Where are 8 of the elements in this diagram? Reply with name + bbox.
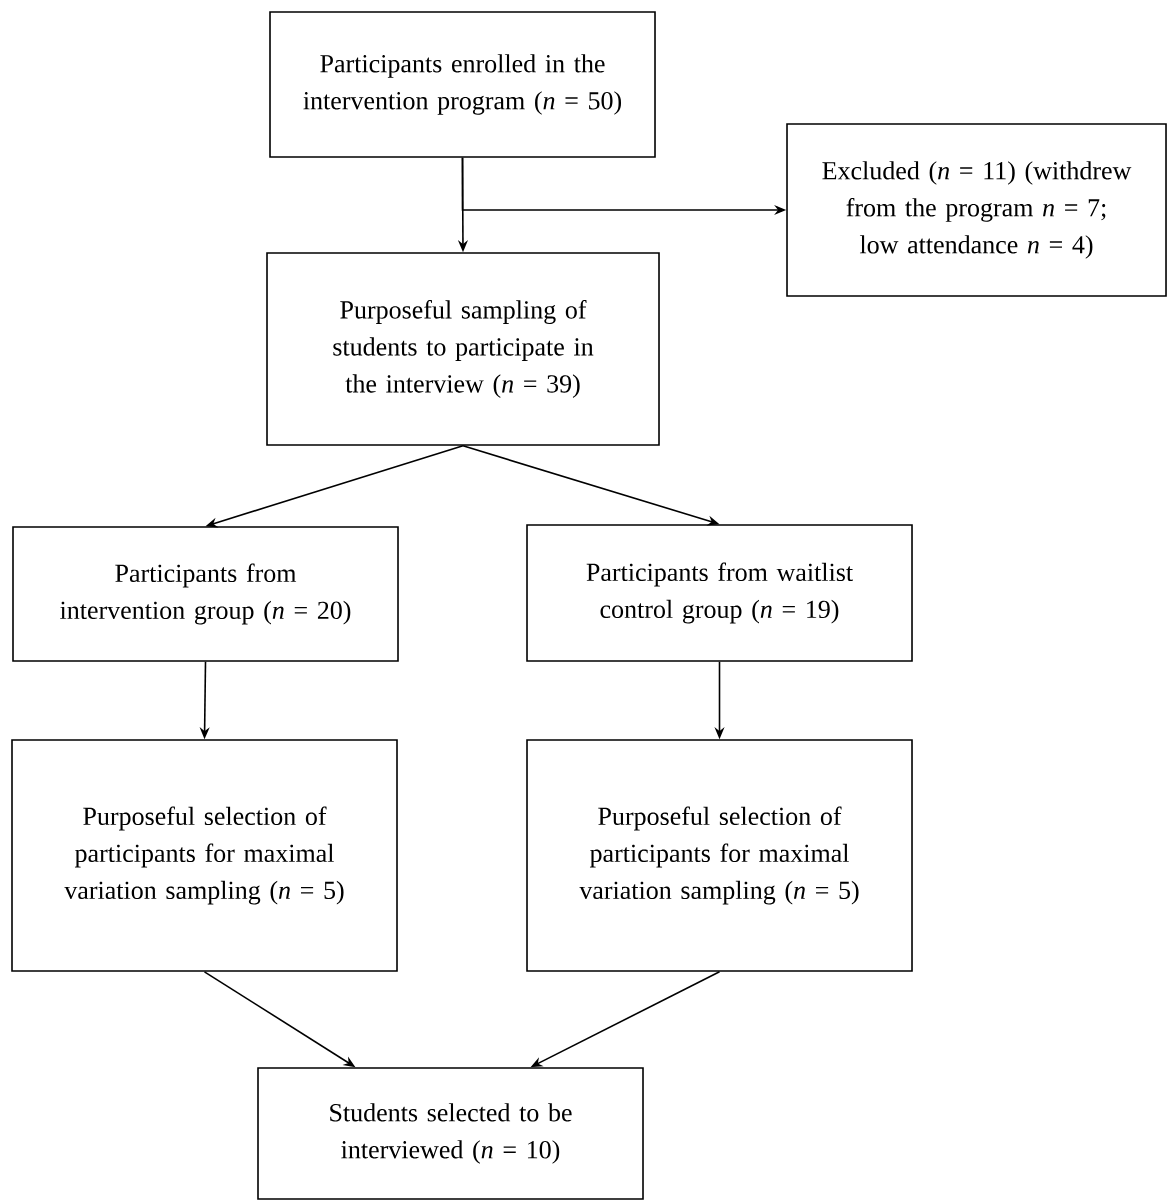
process-box: Excluded (n = 11) (withdrew from the program n = 7; low attendance n = 4)	[786, 123, 1167, 297]
process-box: Participants from waitlist control group (n = 19)	[526, 524, 913, 662]
process-box: Participants enrolled in the intervention program (n = 50)	[269, 11, 656, 158]
process-box: Purposeful sampling of students to participate in the interview (n = 39)	[266, 252, 660, 446]
process-box: Purposeful selection of participants for maximal variation sampling (n = 5)	[11, 739, 398, 972]
process-box: Students selected to be interviewed (n = 10)	[257, 1067, 644, 1200]
process-box: Participants from intervention group (n = 20)	[12, 526, 399, 662]
process-box: Purposeful selection of participants for maximal variation sampling (n = 5)	[526, 739, 913, 972]
